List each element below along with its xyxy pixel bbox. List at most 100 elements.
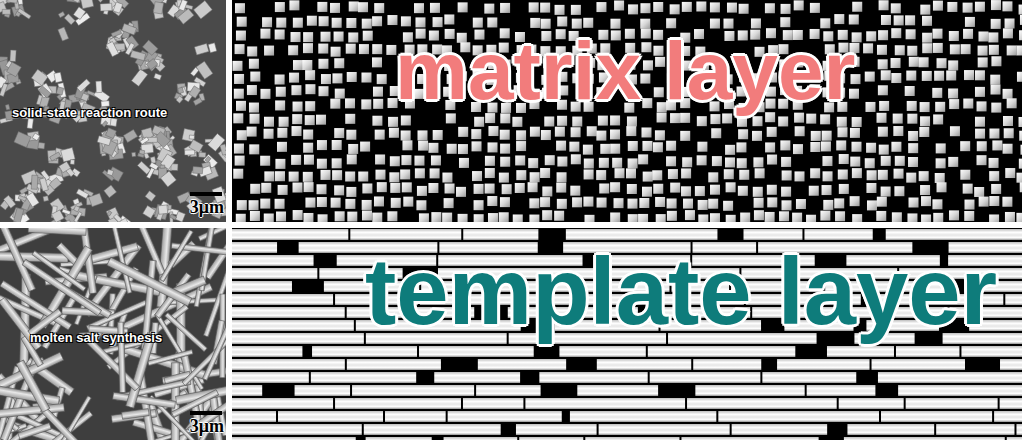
matrix-grain (723, 19, 733, 29)
particle (89, 193, 103, 206)
template-grain (881, 411, 992, 422)
matrix-grain (529, 215, 539, 222)
matrix-grain (722, 113, 732, 123)
particle (131, 69, 147, 86)
particle (73, 7, 85, 20)
matrix-grain (1019, 30, 1022, 40)
matrix-grain (891, 73, 901, 83)
matrix-grain (907, 46, 917, 56)
template-grain (335, 398, 461, 409)
matrix-grain (583, 18, 593, 28)
matrix-grain (921, 196, 931, 206)
matrix-grain (641, 127, 651, 137)
template-grain (311, 372, 416, 383)
matrix-grain (260, 199, 270, 209)
matrix-grain (346, 130, 356, 140)
matrix-grain (346, 44, 356, 54)
matrix-grain (361, 99, 371, 109)
matrix-grain (375, 170, 385, 180)
matrix-grain (989, 45, 999, 55)
matrix-grain (235, 44, 245, 54)
template-grain (744, 229, 803, 240)
matrix-grain (711, 128, 721, 138)
particle (139, 150, 145, 157)
rod (126, 333, 156, 409)
matrix-grain (584, 169, 594, 179)
matrix-grain (264, 171, 274, 181)
matrix-grain (820, 114, 830, 124)
matrix-grain (390, 156, 400, 166)
matrix-grain (922, 43, 932, 53)
template-grain (232, 307, 345, 318)
particle (18, 195, 26, 201)
matrix-grain (933, 213, 943, 222)
matrix-grain (571, 5, 581, 15)
matrix-grain (695, 186, 705, 196)
matrix-grain (950, 44, 960, 54)
matrix-grain (374, 196, 384, 206)
matrix-grain (418, 130, 428, 140)
rod (113, 392, 176, 408)
matrix-grain (528, 158, 538, 168)
particle (31, 175, 38, 189)
matrix-grain (1017, 45, 1022, 55)
matrix-grain (276, 211, 286, 221)
matrix-grain (528, 182, 538, 192)
matrix-grain (920, 116, 930, 126)
matrix-grain (1003, 116, 1013, 126)
matrix-grain (236, 31, 246, 41)
matrix-grain (529, 2, 539, 12)
matrix-grain (752, 131, 762, 141)
particle (102, 121, 108, 127)
matrix-grain (446, 113, 456, 123)
matrix-grain (892, 212, 902, 222)
matrix-grain (920, 102, 930, 112)
matrix-grain (428, 183, 438, 193)
scale-label: 3μm (190, 198, 224, 216)
matrix-grain (321, 32, 331, 42)
matrix-grain (627, 199, 637, 209)
template-grain (478, 359, 566, 370)
matrix-grain (264, 117, 274, 127)
template-grain (1000, 359, 1022, 370)
matrix-grain (949, 210, 959, 220)
template-grain (1005, 294, 1022, 305)
particle (161, 154, 176, 170)
matrix-grain (752, 116, 762, 126)
particle (6, 0, 18, 3)
particle (154, 204, 168, 219)
matrix-grain (643, 172, 653, 182)
matrix-grain (570, 186, 580, 196)
matrix-grain (433, 17, 443, 27)
matrix-grain (866, 183, 876, 193)
matrix-grain (293, 18, 303, 28)
matrix-grain (806, 215, 816, 222)
particle (96, 81, 102, 93)
template-grain (936, 424, 1014, 435)
template-grain (434, 372, 520, 383)
particle (74, 212, 82, 222)
matrix-grain (430, 3, 440, 13)
matrix-grain (991, 19, 1001, 29)
matrix-grain (906, 173, 916, 183)
matrix-grain (937, 58, 947, 68)
matrix-grain (920, 185, 930, 195)
matrix-grain (485, 184, 495, 194)
template-grain (906, 398, 998, 409)
matrix-grain (697, 155, 707, 165)
matrix-grain (250, 72, 260, 82)
template-grain (444, 437, 518, 440)
matrix-grain (670, 113, 680, 123)
matrix-grain (820, 18, 830, 28)
matrix-grain (975, 87, 985, 97)
matrix-grain (400, 169, 410, 179)
matrix-grain (908, 131, 918, 141)
matrix-grain (377, 182, 387, 192)
matrix-grain (334, 32, 344, 42)
template-grain (896, 346, 959, 357)
matrix-grain (277, 128, 287, 138)
matrix-grain (737, 158, 747, 168)
matrix-grain (302, 60, 312, 70)
template-grain (898, 385, 1022, 396)
matrix-grain (1005, 212, 1015, 222)
